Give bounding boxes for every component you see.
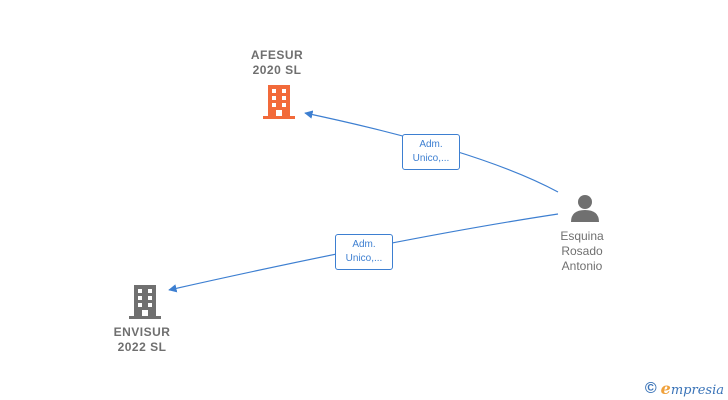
edge-label-envisur[interactable]: Adm. Unico,... [335, 234, 393, 270]
logo-first-letter: e [660, 379, 671, 398]
person-name-line1: Esquina [560, 229, 604, 243]
person-label[interactable]: Esquina Rosado Antonio [552, 229, 612, 274]
edge-label-line1: Adm. [419, 139, 443, 150]
logo-rest: mpresia [670, 383, 724, 398]
person-name-line3: Antonio [561, 259, 603, 273]
person-icon[interactable] [570, 193, 600, 228]
edge-label-line2: Unico,... [345, 253, 383, 264]
empresia-logo: empresia [661, 379, 724, 398]
edge-label-line1: Adm. [352, 239, 376, 250]
envisur-label[interactable]: ENVISUR 2022 SL [102, 325, 182, 355]
person-name-line2: Rosado [561, 244, 603, 258]
afesur-name-line1: AFESUR [250, 48, 304, 62]
empresia-watermark: © empresia [645, 379, 724, 398]
copyright-icon: © [644, 379, 657, 397]
envisur-name-line2: 2022 SL [117, 340, 167, 354]
edge-label-afesur[interactable]: Adm. Unico,... [402, 134, 460, 170]
edge-label-line2: Unico,... [412, 153, 450, 164]
afesur-label[interactable]: AFESUR 2020 SL [237, 48, 317, 78]
afesur-name-line2: 2020 SL [252, 63, 302, 77]
envisur-name-line1: ENVISUR [113, 325, 171, 339]
afesur-building-icon[interactable] [262, 84, 296, 125]
envisur-building-icon[interactable] [128, 284, 162, 325]
